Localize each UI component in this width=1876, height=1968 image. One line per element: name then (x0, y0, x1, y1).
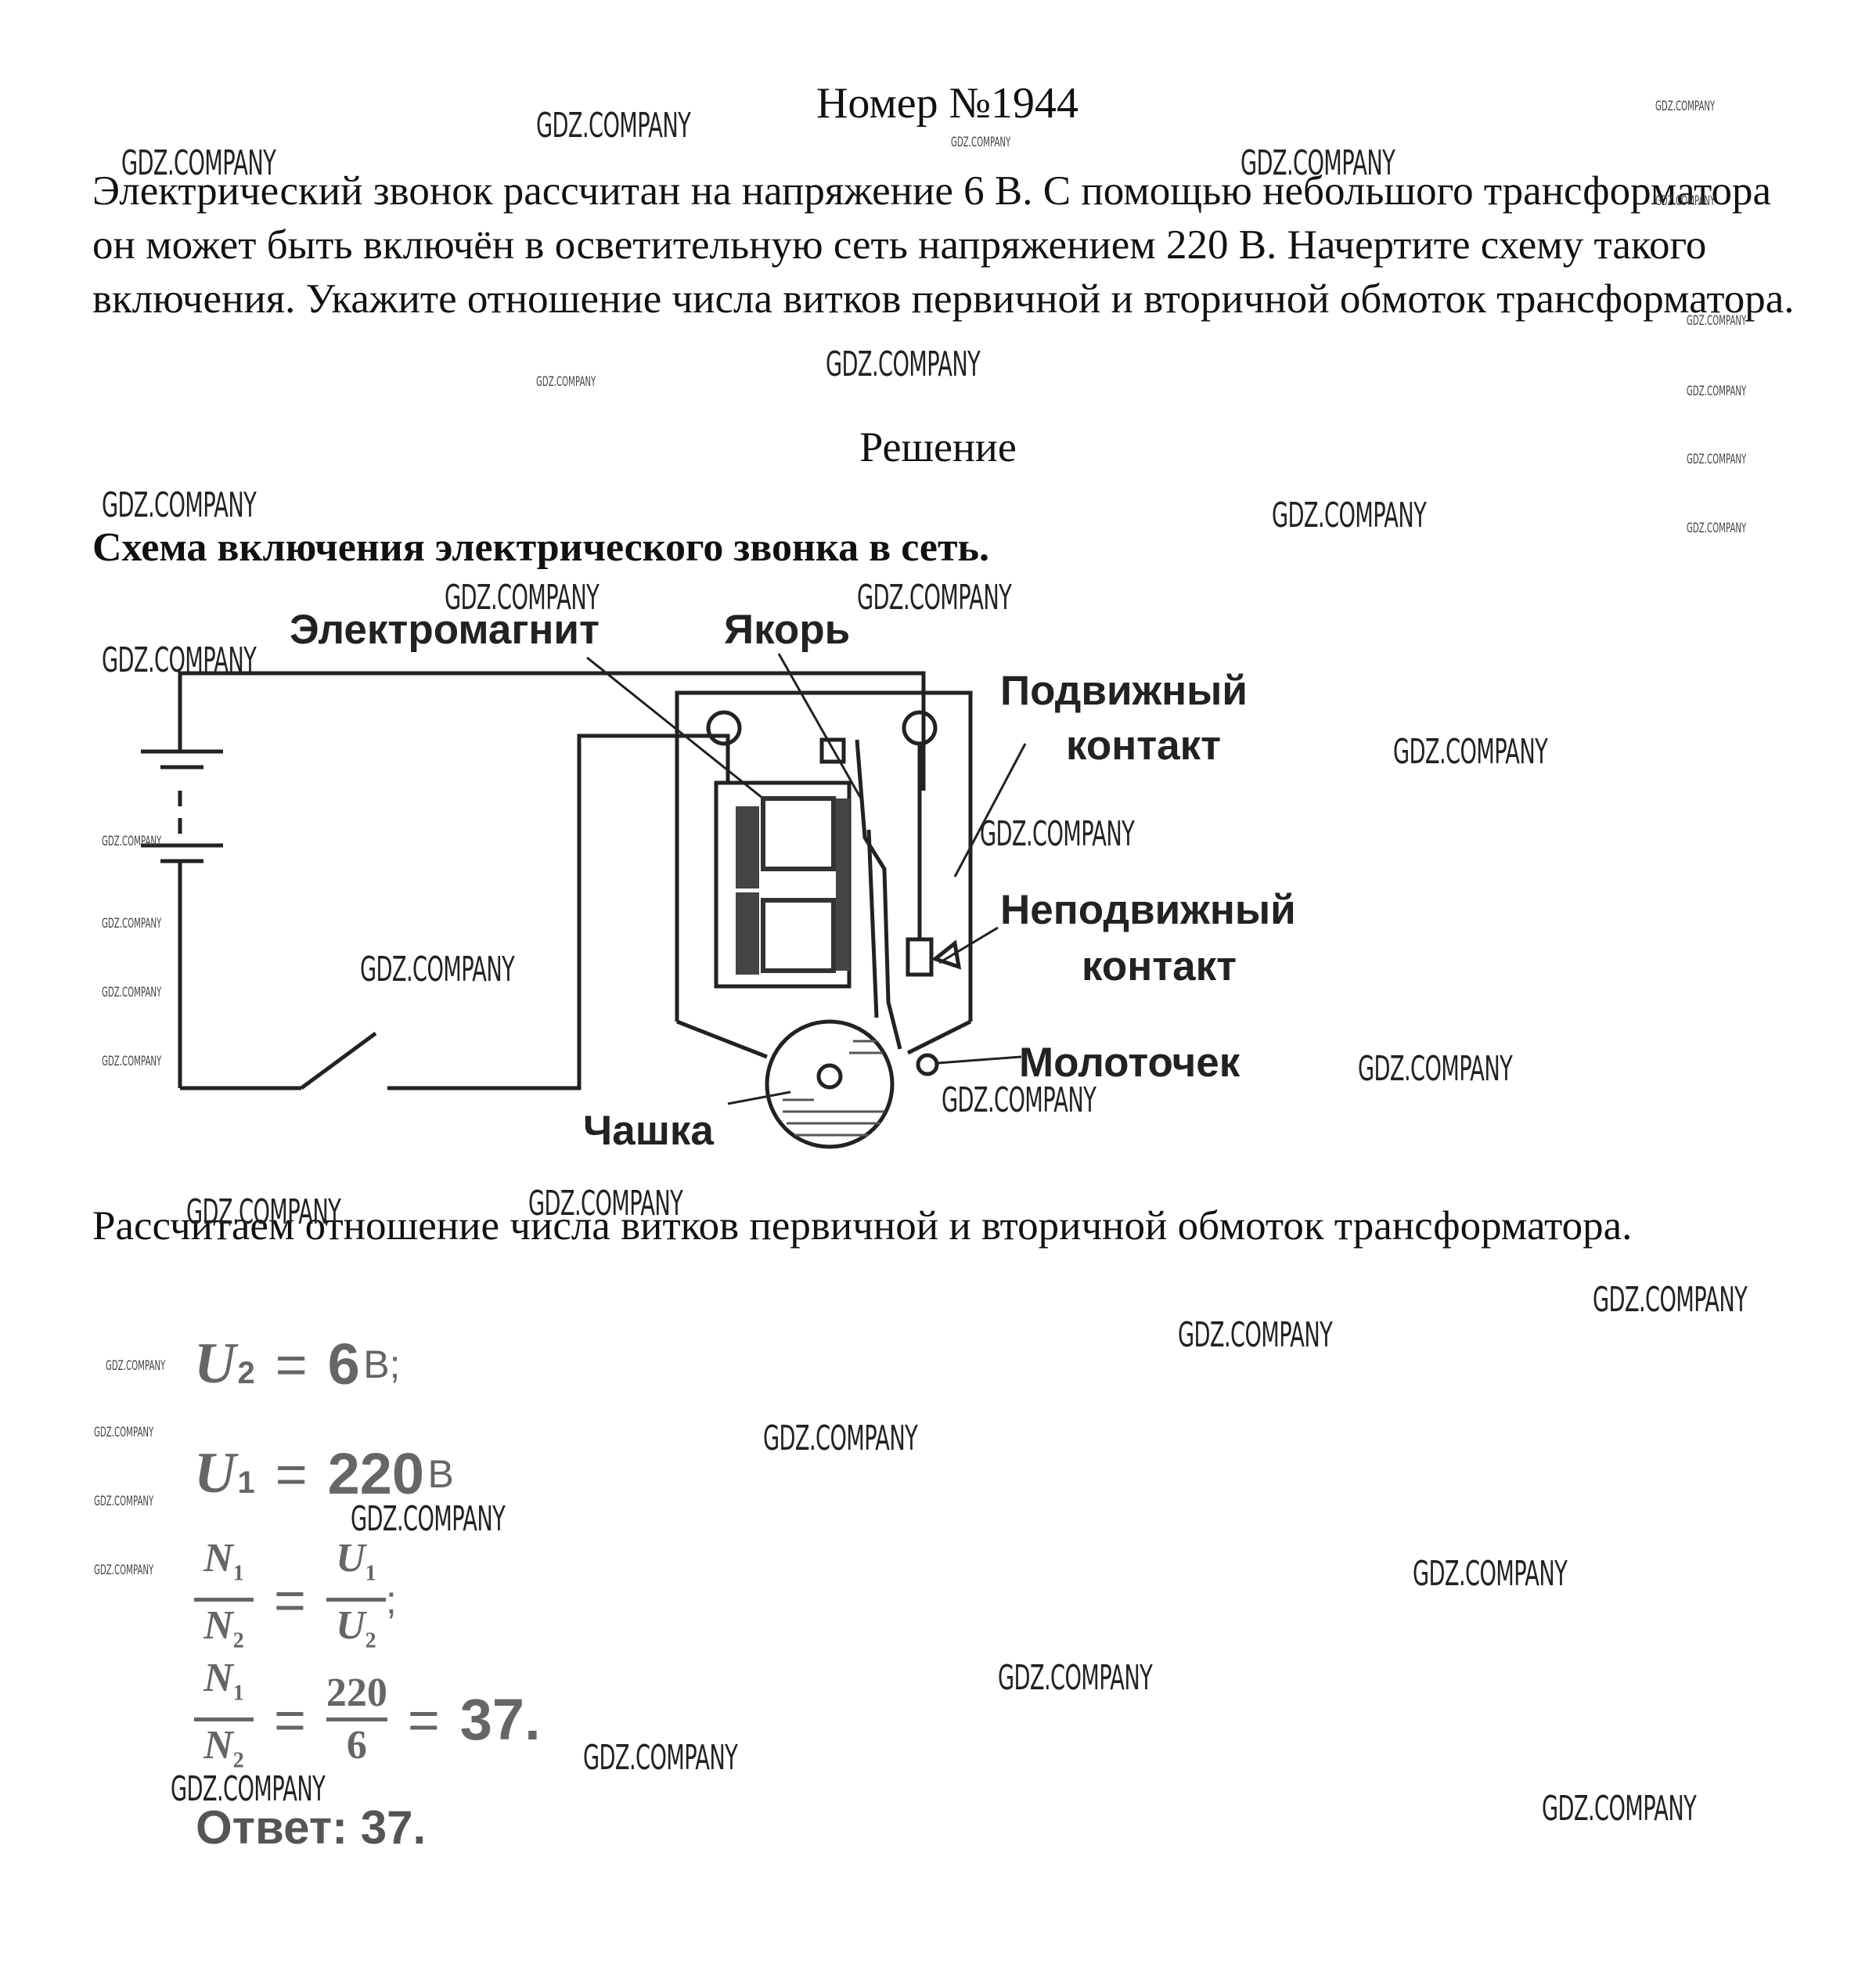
bell-cup-center (816, 1063, 843, 1090)
switch-lever (300, 1031, 377, 1090)
formula-result: N1 N2 = 220 6 = 37. (194, 1656, 541, 1784)
label-leader (938, 926, 999, 964)
watermark: GDZ.COMPANY (94, 1563, 154, 1578)
watermark: GDZ.COMPANY (1178, 1315, 1333, 1355)
watermark: GDZ.COMPANY (583, 1738, 738, 1778)
watermark: GDZ.COMPANY (102, 985, 162, 1000)
fraction-u: U1 U2 (326, 1536, 386, 1664)
label-electromagnet: Электромагнит (290, 607, 600, 653)
watermark: GDZ.COMPANY (171, 1769, 326, 1809)
label-cup: Чашка (583, 1108, 714, 1154)
watermark: GDZ.COMPANY (94, 1494, 154, 1509)
watermark: GDZ.COMPANY (528, 1184, 683, 1224)
fraction-values: 220 6 (326, 1671, 387, 1768)
watermark: GDZ.COMPANY (1272, 496, 1427, 535)
watermark: GDZ.COMPANY (1542, 1789, 1697, 1829)
bell-housing (906, 1019, 972, 1055)
watermark: GDZ.COMPANY (102, 916, 162, 932)
screw (902, 710, 938, 746)
label-leader (953, 743, 1027, 878)
label-movable-contact-1: Подвижный (1000, 668, 1248, 714)
label-leader (727, 1090, 791, 1105)
fraction-n: N1 N2 (194, 1656, 254, 1784)
fraction-n: N1 N2 (194, 1536, 254, 1664)
watermark: GDZ.COMPANY (186, 1192, 341, 1232)
anchor-arm (866, 829, 879, 1018)
coil-core (736, 806, 759, 888)
watermark: GDZ.COMPANY (763, 1418, 918, 1458)
label-leader (586, 656, 764, 800)
watermark: GDZ.COMPANY (1687, 452, 1747, 467)
solution-heading: Решение (859, 424, 1017, 470)
page-title: Номер №1944 (816, 79, 1079, 128)
electromagnet-coils (736, 796, 850, 975)
watermark: GDZ.COMPANY (121, 143, 276, 183)
watermark: GDZ.COMPANY (106, 1358, 166, 1374)
watermark: GDZ.COMPANY (536, 374, 596, 390)
watermark: GDZ.COMPANY (1655, 193, 1716, 209)
coil-core (736, 892, 759, 975)
problem-text: Электрический звонок рассчитан на напряж… (92, 168, 1795, 322)
fixed-contact (931, 939, 962, 970)
bell-cup (765, 1019, 895, 1149)
watermark: GDZ.COMPANY (1240, 143, 1395, 183)
watermark: GDZ.COMPANY (1687, 384, 1747, 399)
watermark: GDZ.COMPANY (857, 578, 1012, 618)
watermark: GDZ.COMPANY (998, 1658, 1153, 1698)
bell-housing (675, 690, 973, 1022)
watermark: GDZ.COMPANY (980, 814, 1135, 854)
screw (706, 710, 742, 746)
calculation-intro: Рассчитаем отношение числа витков первич… (92, 1203, 1633, 1249)
watermark: GDZ.COMPANY (360, 950, 515, 989)
watermark: GDZ.COMPANY (445, 578, 600, 618)
coil (761, 796, 836, 871)
watermark: GDZ.COMPANY (351, 1499, 506, 1539)
watermark: GDZ.COMPANY (1413, 1554, 1568, 1594)
anchor-mount (819, 737, 846, 764)
label-leader (777, 653, 862, 799)
contact-screw (906, 937, 934, 977)
watermark: GDZ.COMPANY (951, 135, 1011, 150)
watermark: GDZ.COMPANY (1358, 1049, 1513, 1089)
watermark: GDZ.COMPANY (1593, 1280, 1748, 1320)
watermark: GDZ.COMPANY (94, 1425, 154, 1440)
watermark: GDZ.COMPANY (1393, 732, 1548, 772)
watermark: GDZ.COMPANY (1687, 313, 1747, 329)
formula-ratio: N1 N2 = U1 U2 ; (194, 1536, 397, 1664)
circuit-wire (178, 671, 926, 791)
anchor-arm (855, 739, 902, 1050)
cup-shading (783, 1040, 884, 1137)
bell-housing (676, 1019, 768, 1059)
label-hammer: Молоточек (1019, 1040, 1240, 1086)
watermark: GDZ.COMPANY (102, 834, 162, 849)
watermark: GDZ.COMPANY (942, 1080, 1096, 1120)
coil (761, 898, 836, 973)
watermark: GDZ.COMPANY (102, 1054, 162, 1069)
hammer-head (916, 1053, 939, 1076)
label-movable-contact-2: контакт (1066, 723, 1221, 769)
circuit-wire (387, 733, 730, 1090)
label-fixed-contact-1: Неподвижный (1000, 887, 1296, 933)
label-anchor: Якорь (724, 607, 850, 653)
bell-circuit-diagram: Электромагнит Якорь Подвижный контакт Не… (141, 607, 1296, 1154)
watermark: GDZ.COMPANY (826, 344, 981, 384)
coil-core (836, 798, 850, 971)
scheme-heading: Схема включения электрического звонка в … (92, 525, 990, 570)
label-leader (937, 1055, 1022, 1065)
watermark: GDZ.COMPANY (1655, 99, 1716, 114)
watermark: GDZ.COMPANY (1687, 521, 1747, 536)
answer-text: Ответ: 37. (196, 1801, 427, 1854)
watermark: GDZ.COMPANY (102, 640, 257, 680)
watermark: GDZ.COMPANY (102, 485, 257, 525)
label-fixed-contact-2: контакт (1082, 943, 1237, 989)
watermark: GDZ.COMPANY (536, 106, 691, 146)
